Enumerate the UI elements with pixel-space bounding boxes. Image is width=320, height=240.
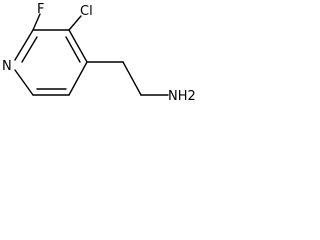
double-bond-n1-c2-inner	[21, 36, 38, 63]
bond-c3-c4	[68, 29, 88, 63]
atom-label-amine: NH2	[168, 89, 196, 104]
bond-ch2-ch2	[122, 61, 142, 96]
chemical-structure: N F Cl NH2	[2, 2, 196, 104]
bond-n1-c2	[14, 29, 34, 61]
atom-label-nitrogen: N	[2, 59, 12, 74]
bond-c4-c5	[68, 61, 88, 96]
double-bond-c3-c4-inner	[65, 36, 81, 63]
bond-c3-cl	[68, 15, 82, 31]
bond-c2-f	[32, 13, 41, 31]
atom-label-chlorine: Cl	[80, 4, 93, 19]
bond-c6-n1	[14, 69, 34, 96]
atom-label-fluorine: F	[37, 2, 44, 17]
